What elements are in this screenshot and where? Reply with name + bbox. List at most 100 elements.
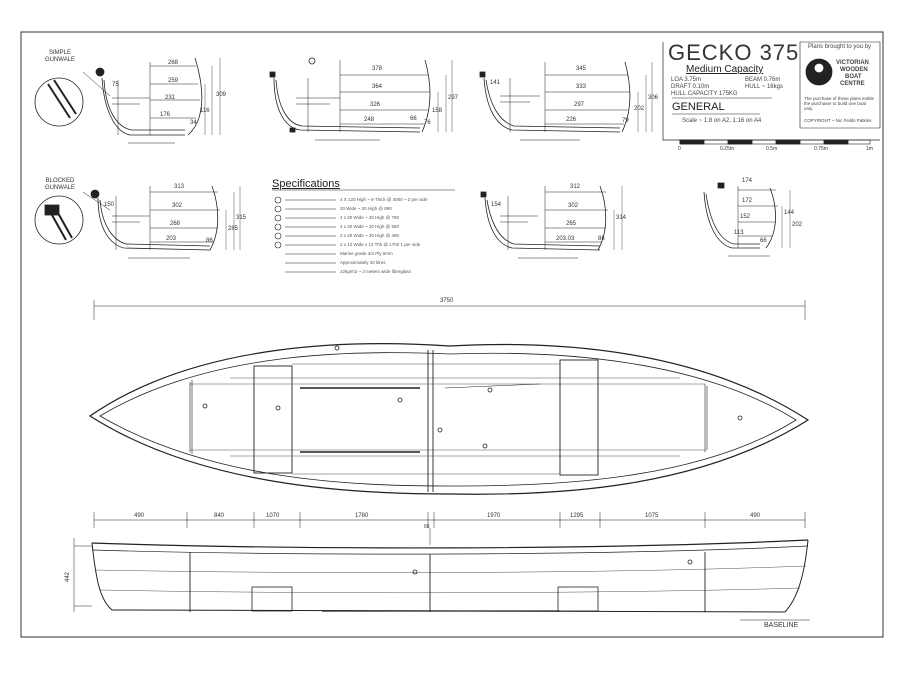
centre-name-4: CENTRE — [840, 81, 865, 87]
s3-dim: 141 — [490, 80, 501, 86]
draft-value: DRAFT 0.10m — [671, 84, 710, 90]
spec-row: Approximately 40 litres — [340, 260, 386, 265]
beam-value: BEAM 0.76m — [745, 77, 781, 83]
section-6 — [703, 182, 791, 257]
spec-row: 20 Wide ~ 20 High @ 890 — [340, 206, 392, 211]
specifications-title: Specifications — [272, 178, 340, 190]
spec-row: 2 x 12 Wide x 12 Thk @ 1700 1 per side — [340, 242, 421, 247]
scale-note: Scale ~ 1:8 on A2, 1:16 on A4 — [682, 118, 762, 124]
s5-dim: 302 — [568, 203, 579, 209]
scale-tick-0: 0 — [678, 146, 681, 152]
s4-dim: 268 — [170, 221, 181, 227]
s4-dim: 315 — [236, 215, 247, 221]
profile-height: 442 — [65, 571, 72, 583]
spec-row: 4 x 20 Wide ~ 20 High @ 790 — [340, 215, 399, 220]
station-dim: 1075 — [645, 513, 659, 519]
station-dim: 1780 — [355, 513, 369, 519]
s3-dim: 226 — [566, 117, 577, 123]
section-4 — [34, 185, 241, 259]
s6-dim: 174 — [742, 178, 753, 184]
s2-dim: 76 — [424, 120, 431, 126]
s6-dim: 172 — [742, 198, 753, 204]
hull-capacity: HULL CAPACITY 175KG — [671, 91, 738, 97]
s3-dim: 297 — [574, 102, 585, 108]
spec-symbols — [272, 189, 455, 273]
s1-dim: 231 — [165, 95, 176, 101]
centre-name-3: BOAT — [845, 74, 862, 80]
baseline-label: BASELINE — [764, 622, 799, 629]
s4-dim: 285 — [228, 226, 239, 232]
station-dim: 490 — [750, 513, 761, 519]
s1-dim: 268 — [168, 60, 179, 66]
station-dim: 840 — [214, 513, 225, 519]
s5-dim: 312 — [570, 184, 581, 190]
drawing-title: GECKO 375 — [668, 40, 800, 65]
scale-tick-4: 1m — [866, 146, 873, 152]
s5-dim: 203.03 — [556, 236, 575, 242]
copyright: COPYRIGHT ~ Nic Feilds Patkins — [804, 118, 872, 123]
s2-dim: 66 — [410, 116, 417, 122]
station-dim: 1970 — [487, 513, 501, 519]
profile-view — [73, 538, 810, 621]
hull-weight: HULL ~ 16kgs — [745, 84, 783, 90]
s2-dim: 326 — [370, 102, 381, 108]
s3-dim: 202 — [634, 106, 645, 112]
center-mark: 65 — [424, 524, 430, 530]
s2-dim: 158 — [432, 108, 443, 114]
s1-dim: 259 — [168, 78, 179, 84]
drawing-subtitle: Medium Capacity — [686, 64, 764, 75]
spec-row: 4 x 20 Wide ~ 20 High @ 550 — [340, 224, 399, 229]
s6-dim: 152 — [740, 214, 751, 220]
s4-dim: 302 — [172, 203, 183, 209]
sheet-border — [20, 31, 884, 638]
scale-tick-2: 0.5m — [766, 146, 778, 152]
simple-gunwale-label: SIMPLE GUNWALE — [44, 50, 76, 63]
view-name: GENERAL — [672, 101, 725, 113]
section-2 — [269, 57, 453, 141]
s1-dim: 176 — [160, 112, 171, 118]
s4-dim: 86 — [206, 238, 213, 244]
centre-name-2: WOODEN — [840, 67, 868, 73]
spec-row: 4 X 120 High ~ 9 Thick @ 4000 ~ 2 per si… — [340, 197, 428, 202]
s3-dim: 306 — [648, 95, 659, 101]
scale-tick-1: 0.25m — [720, 146, 734, 152]
s2-dim: 364 — [372, 84, 383, 90]
loa-value: LOA 3.75m — [671, 77, 702, 83]
s3-dim: 345 — [576, 66, 587, 72]
s3-dim: 79 — [622, 118, 629, 124]
title-block — [662, 41, 881, 145]
plan-view — [88, 300, 810, 545]
s6-dim: 144 — [784, 210, 795, 216]
s4-dim: 203 — [166, 236, 177, 242]
overall-length: 3750 — [440, 298, 454, 304]
s2-dim: 378 — [372, 66, 383, 72]
spec-row: 2 x 20 Wide ~ 20 High @ 490 — [340, 233, 399, 238]
section-5 — [480, 185, 623, 259]
s1-dim: 309 — [216, 92, 227, 98]
s4-dim: 150 — [104, 202, 115, 208]
s6-dim: 66 — [760, 238, 767, 244]
spec-row: 22kg/m2 ~ 3 meters wide fibreglass — [340, 269, 411, 274]
s1-dim: 34 — [190, 120, 197, 126]
s3-dim: 333 — [576, 84, 587, 90]
s6-dim: 113 — [734, 230, 744, 236]
station-dim: 490 — [134, 513, 145, 519]
s5-dim: 154 — [491, 202, 502, 208]
s5-dim: 86 — [598, 236, 605, 242]
s5-dim: 314 — [616, 215, 627, 221]
simple-gunwale-detail — [34, 77, 84, 127]
s4-dim: 313 — [174, 184, 185, 190]
s6-dim: 202 — [792, 222, 803, 228]
s1-dim: 75 — [112, 82, 119, 88]
brought-by: Plans brought to you by — [808, 44, 872, 50]
section-3 — [479, 61, 653, 141]
blocked-gunwale-label: BLOCKED GUNWALE — [44, 178, 76, 191]
spec-row: Marine grade 3/4 Ply 6mm — [340, 251, 393, 256]
purchase-note: The purchase of these plans entitle the … — [804, 96, 875, 111]
s2-dim: 297 — [448, 95, 459, 101]
station-dim: 1070 — [266, 513, 280, 519]
s1-dim: 116 — [200, 108, 210, 114]
station-dim: 1295 — [570, 513, 584, 519]
centre-name-1: VICTORIAN — [836, 60, 869, 66]
s2-dim: 248 — [364, 117, 375, 123]
